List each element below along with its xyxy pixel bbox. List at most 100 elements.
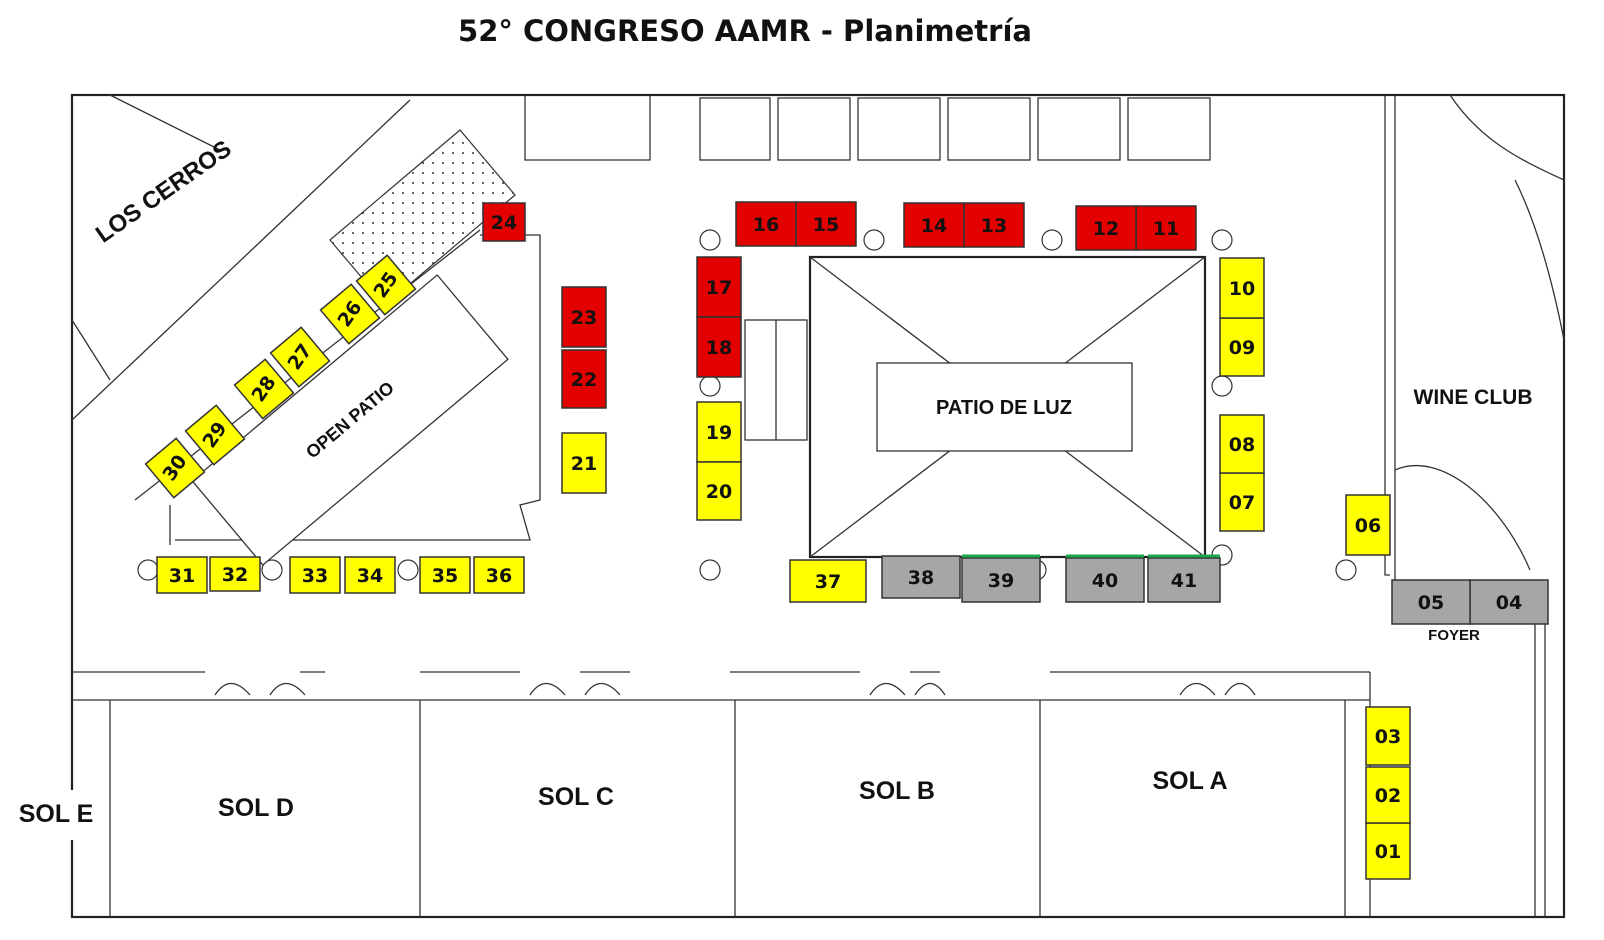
booth-23[interactable]: 23 xyxy=(561,286,607,348)
booth-03[interactable]: 03 xyxy=(1365,706,1411,766)
booth-box xyxy=(789,559,867,603)
booth-box xyxy=(696,256,742,318)
room-label-sol-d: SOL D xyxy=(218,794,294,822)
booth-number: 34 xyxy=(357,565,383,587)
booth-box xyxy=(735,201,797,247)
booth-number: 22 xyxy=(571,369,597,391)
booth-number: 01 xyxy=(1375,841,1401,863)
booth-box xyxy=(561,349,607,409)
booth-28[interactable]: 28 xyxy=(233,358,295,420)
booth-box xyxy=(1391,579,1471,625)
booth-26[interactable]: 26 xyxy=(319,283,381,345)
booth-number: 23 xyxy=(571,307,597,329)
booth-21[interactable]: 21 xyxy=(561,432,607,494)
booth-box xyxy=(289,556,341,594)
booth-box xyxy=(1219,257,1265,319)
booth-07[interactable]: 07 xyxy=(1219,472,1265,532)
booth-18[interactable]: 18 xyxy=(696,316,742,378)
booth-number: 37 xyxy=(815,571,841,593)
room-label-sol-c: SOL C xyxy=(538,783,614,811)
booth-box xyxy=(233,358,295,420)
booth-number: 10 xyxy=(1229,278,1255,300)
booth-37[interactable]: 37 xyxy=(789,559,867,603)
booth-number: 07 xyxy=(1229,492,1255,514)
booth-box xyxy=(1219,414,1265,474)
booth-04[interactable]: 04 xyxy=(1469,579,1549,625)
booth-number: 33 xyxy=(302,565,328,587)
booth-number: 38 xyxy=(908,567,934,589)
booth-number: 06 xyxy=(1355,515,1381,537)
booth-01[interactable]: 01 xyxy=(1365,822,1411,880)
booth-35[interactable]: 35 xyxy=(419,556,471,594)
booth-box xyxy=(696,316,742,378)
booth-25[interactable]: 25 xyxy=(355,254,417,316)
booth-06[interactable]: 06 xyxy=(1345,494,1391,556)
booth-box xyxy=(1147,557,1221,603)
booth-24[interactable]: 24 xyxy=(482,202,526,242)
room-label-sol-a: SOL A xyxy=(1152,767,1227,795)
booth-box xyxy=(1075,205,1137,251)
booth-box xyxy=(561,432,607,494)
booth-12[interactable]: 12 xyxy=(1075,205,1137,251)
booth-box xyxy=(419,556,471,594)
booth-13[interactable]: 13 xyxy=(963,202,1025,248)
booth-08[interactable]: 08 xyxy=(1219,414,1265,474)
booth-box xyxy=(144,437,206,499)
booth-box xyxy=(696,401,742,463)
booth-16[interactable]: 16 xyxy=(735,201,797,247)
booth-number: 08 xyxy=(1229,434,1255,456)
room-label-wine-club: WINE CLUB xyxy=(1414,386,1533,409)
patio-de-luz-area: PATIO DE LUZ xyxy=(808,255,1207,559)
booth-22[interactable]: 22 xyxy=(561,349,607,409)
staircase xyxy=(744,319,808,441)
booth-02[interactable]: 02 xyxy=(1365,766,1411,824)
booth-number: 03 xyxy=(1375,726,1401,748)
booth-20[interactable]: 20 xyxy=(696,461,742,521)
booth-box xyxy=(1219,472,1265,532)
booth-39[interactable]: 39 xyxy=(961,557,1041,603)
booth-32[interactable]: 32 xyxy=(209,556,261,592)
booth-number: 05 xyxy=(1418,592,1444,614)
room-label-sol-b: SOL B xyxy=(859,777,935,805)
booth-27[interactable]: 27 xyxy=(269,326,331,388)
booth-box xyxy=(903,202,965,248)
booth-box xyxy=(482,202,526,242)
booth-40[interactable]: 40 xyxy=(1065,557,1145,603)
booth-29[interactable]: 29 xyxy=(184,404,246,466)
booth-number: 35 xyxy=(432,565,458,587)
booth-14[interactable]: 14 xyxy=(903,202,965,248)
booth-box xyxy=(473,556,525,594)
booth-41[interactable]: 41 xyxy=(1147,557,1221,603)
building-walls xyxy=(70,93,1566,919)
booth-box xyxy=(1345,494,1391,556)
booth-17[interactable]: 17 xyxy=(696,256,742,318)
booth-box xyxy=(795,201,857,247)
booth-09[interactable]: 09 xyxy=(1219,317,1265,377)
booth-38[interactable]: 38 xyxy=(881,555,961,599)
booth-36[interactable]: 36 xyxy=(473,556,525,594)
booth-19[interactable]: 19 xyxy=(696,401,742,463)
booth-box xyxy=(1469,579,1549,625)
booth-number: 17 xyxy=(706,277,732,299)
booth-number: 15 xyxy=(813,214,839,236)
booth-number: 16 xyxy=(753,214,779,236)
booth-05[interactable]: 05 xyxy=(1391,579,1471,625)
booth-34[interactable]: 34 xyxy=(344,556,396,594)
booth-30[interactable]: 30 xyxy=(144,437,206,499)
booth-box xyxy=(344,556,396,594)
booth-box xyxy=(209,556,261,592)
booth-31[interactable]: 31 xyxy=(156,556,208,594)
booth-11[interactable]: 11 xyxy=(1135,205,1197,251)
booth-15[interactable]: 15 xyxy=(795,201,857,247)
booth-number: 04 xyxy=(1496,592,1522,614)
booth-10[interactable]: 10 xyxy=(1219,257,1265,319)
booth-number: 24 xyxy=(491,212,517,234)
booth-number: 36 xyxy=(486,565,512,587)
open-patio-area: OPEN PATIO xyxy=(191,274,509,566)
booth-box xyxy=(355,254,417,316)
booth-33[interactable]: 33 xyxy=(289,556,341,594)
room-label-los-cerros: LOS CERROS xyxy=(91,135,236,248)
booth-number: 14 xyxy=(921,215,947,237)
booth-number: 19 xyxy=(706,422,732,444)
